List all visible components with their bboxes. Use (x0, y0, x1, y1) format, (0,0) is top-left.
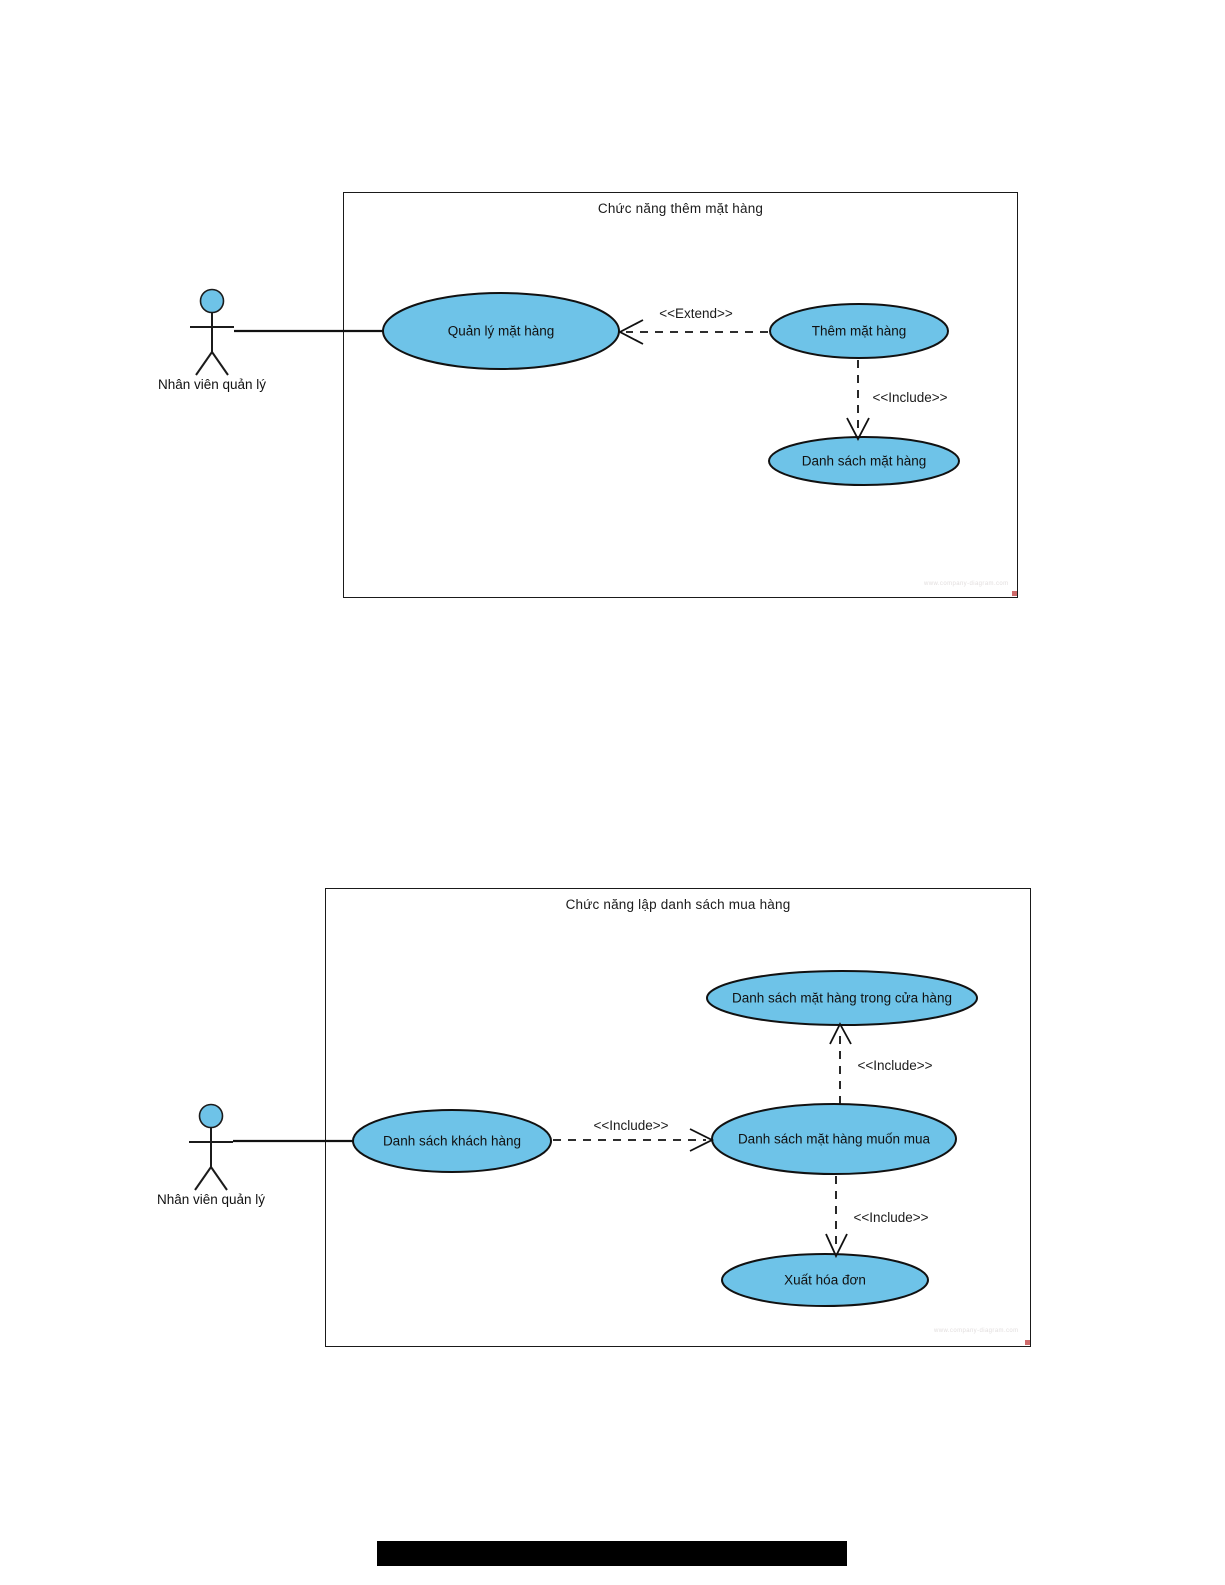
use-case-ellipse[interactable] (721, 1253, 929, 1307)
relation-include-3: <<Include>> (829, 1022, 933, 1104)
include-label-4: <<Include>> (853, 1210, 928, 1225)
actor-leg-right-2 (210, 1166, 228, 1191)
use-case-danh-sach-khach-hang[interactable]: Danh sách khách hàng (352, 1109, 552, 1173)
actor-figure-1 (190, 288, 234, 376)
use-case-label: Danh sách mặt hàng trong cửa hàng (732, 991, 952, 1006)
use-case-label: Xuất hóa đơn (784, 1273, 866, 1288)
use-case-danh-sach-mat-hang-trong-cua-hang[interactable]: Danh sách mặt hàng trong cửa hàng (706, 970, 978, 1026)
use-case-label: Danh sách khách hàng (383, 1134, 521, 1149)
include-arrow-head (829, 1022, 852, 1045)
redaction-bar (377, 1541, 847, 1566)
include-label-1: <<Include>> (872, 390, 947, 405)
include-label-3: <<Include>> (857, 1058, 932, 1073)
diagram-title-2: Chức năng lập danh sách mua hàng (565, 897, 791, 912)
frame-watermark-2: www.company-diagram.com (934, 1328, 1019, 1334)
use-case-ellipse[interactable] (769, 303, 949, 359)
actor-head-icon-2 (198, 1103, 224, 1129)
use-case-label: Danh sách mặt hàng muốn mua (738, 1132, 931, 1147)
use-case-danh-sach-mat-hang[interactable]: Danh sách mặt hàng (768, 436, 960, 486)
use-case-xuat-hoa-don[interactable]: Xuất hóa đơn (721, 1253, 929, 1307)
extend-label-1: <<Extend>> (659, 306, 733, 321)
relation-extend-1: <<Extend>> (618, 306, 768, 345)
diagram-title-1: Chức năng thêm mặt hàng (597, 201, 764, 216)
extend-arrow-head (618, 319, 644, 345)
use-case-them-mat-hang[interactable]: Thêm mặt hàng (769, 303, 949, 359)
relation-include-4: <<Include>> (825, 1176, 929, 1259)
frame-watermark-1: www.company-diagram.com (924, 581, 1009, 587)
relation-include-2: <<Include>> (553, 1118, 715, 1152)
frame-corner-marker-2 (1025, 1340, 1030, 1345)
frame-corner-marker-1 (1012, 591, 1017, 596)
actor-head-icon-1 (199, 288, 225, 314)
use-case-diagram-frame-1: Chức năng thêm mặt hàng www.company-diag… (343, 192, 1018, 598)
actor-label-1: Nhân viên quản lý (158, 377, 266, 392)
actor-leg-left-2 (194, 1166, 212, 1191)
use-case-quan-ly-mat-hang[interactable]: Quản lý mặt hàng (382, 292, 620, 370)
include-label-2: <<Include>> (593, 1118, 668, 1133)
use-case-ellipse[interactable] (352, 1109, 552, 1173)
actor-leg-right-1 (211, 351, 229, 376)
use-case-ellipse[interactable] (706, 970, 978, 1026)
use-case-danh-sach-mat-hang-muon-mua[interactable]: Danh sách mặt hàng muốn mua (711, 1103, 957, 1175)
actor-leg-left-1 (195, 351, 213, 376)
include-arrow-head (689, 1128, 715, 1152)
use-case-label: Thêm mặt hàng (812, 324, 907, 339)
actor-label-2: Nhân viên quản lý (157, 1192, 265, 1207)
use-case-label: Quản lý mặt hàng (448, 324, 555, 339)
relation-include-1: <<Include>> (846, 360, 948, 441)
use-case-ellipse[interactable] (382, 292, 620, 370)
actor-figure-2 (189, 1103, 233, 1191)
include-arrow-head (846, 417, 870, 441)
use-case-ellipse[interactable] (768, 436, 960, 486)
use-case-label: Danh sách mặt hàng (802, 454, 927, 469)
include-arrow-head (825, 1233, 848, 1259)
